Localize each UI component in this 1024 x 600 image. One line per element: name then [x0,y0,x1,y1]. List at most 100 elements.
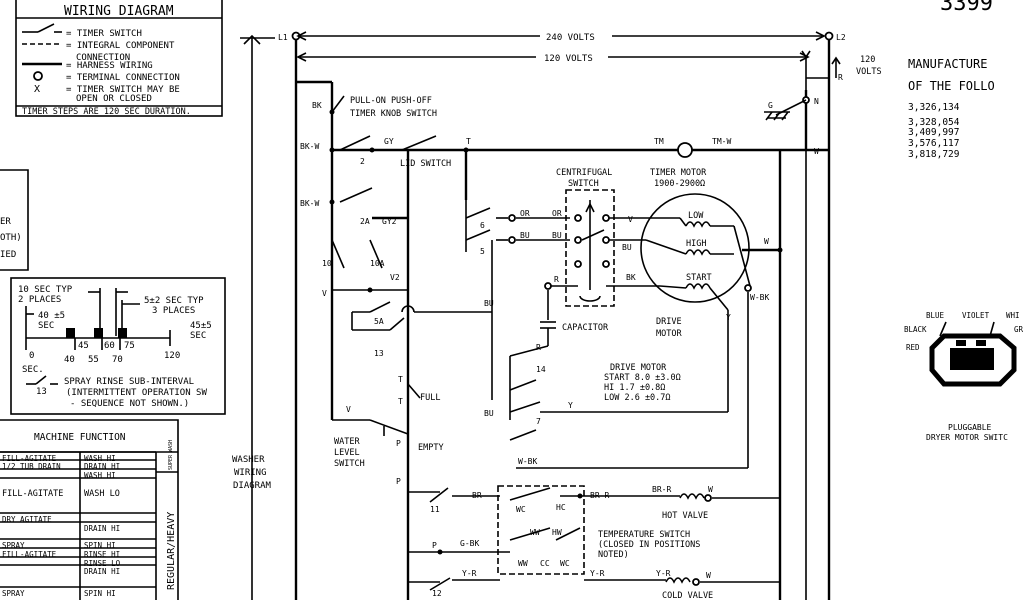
tag-p1: P [396,439,401,448]
tag-v4: V [346,405,351,414]
plug-red: RED [906,343,920,352]
tag-w-top: W [814,147,819,156]
tag-5: 5 [480,247,485,256]
tag-t: T [466,137,471,146]
machine-function-right: WASH HI [84,471,116,480]
label-dm-spec-title: DRIVE MOTOR [610,363,667,373]
machine-function-right: WASH LO [84,489,120,499]
legend-timer-switch: = TIMER SWITCH [66,29,142,39]
tag-13: 13 [374,349,384,358]
tag-gbk: G-BK [460,539,479,548]
tag-w1: W [764,237,769,246]
tag-10: 10 [322,259,332,268]
tag-gy: GY [384,137,394,146]
label-high: HIGH [686,239,706,249]
timing-note2: (INTERMITTENT OPERATION SW [66,388,207,398]
plug-black: BLACK [904,325,927,334]
label-switch: SWITCH [568,179,599,189]
tag-tm: TM [654,137,664,146]
side-120: 120 [860,55,875,65]
schematic: L1 L2 240 VOLTS 120 VOLTS 120 VOLTS R G … [278,31,882,600]
timing-45b: SEC [190,331,206,341]
patents-title-2: OF THE FOLLO [908,79,995,93]
label-water-2: LEVEL [334,448,360,458]
cutoff-box: ER OTH) IED [0,169,29,271]
tag-bu1: BU [520,231,530,240]
machine-function-left: DRY AGITATE [2,515,52,524]
plug-white: WHI [1006,311,1020,320]
label-cc: CC [540,559,550,568]
label-water-3: SWITCH [334,459,365,469]
label-dm-spec-start: START 8.0 ±3.0Ω [604,373,681,383]
plug-green: GR [1014,325,1024,334]
timing-5sec: 5±2 SEC TYP [144,296,204,306]
timing-2places: 2 PLACES [18,295,61,305]
timing-45a: 45±5 [190,321,212,331]
patent-4: 3,576,117 [908,138,959,149]
label-centrifugal: CENTRIFUGAL [556,168,612,178]
tag-wbk2: W-BK [518,457,537,466]
timing-inner-45: 45 [78,341,89,351]
label-pull-on-2: TIMER KNOB SWITCH [350,109,437,119]
label-hw: HW [552,528,562,537]
label-temp-3: NOTED) [598,550,629,560]
tag-wbk: W-BK [750,293,769,302]
fragment-2: OTH) [0,233,22,243]
fragment-1: ER [0,217,11,227]
machine-function-left: FILL-AGITATE [2,489,63,499]
tag-gy2: GY2 [382,217,397,226]
label-drive-2: MOTOR [656,329,682,339]
timing-inner-75: 75 [124,341,135,351]
label-l1: L1 [278,33,288,42]
tag-bk: BK [312,101,322,110]
label-120v: 120 VOLTS [544,54,593,64]
legend-integral: = INTEGRAL COMPONENT [66,41,175,51]
machine-function-right: WASH HI [84,454,116,463]
label-wc2: WC [560,559,570,568]
part-number: 3399 [940,0,993,16]
timing-note3: - SEQUENCE NOT SHOWN.) [70,399,189,409]
legend-terminal: = TERMINAL CONNECTION [66,73,180,83]
label-cold-valve: COLD VALVE [662,591,713,600]
tag-r1: R [554,275,559,284]
side-120-volts: VOLTS [856,67,882,77]
tag-yr2: Y-R [590,569,605,578]
legend-timer-steps: TIMER STEPS ARE 120 SEC DURATION. [22,107,191,117]
tag-t2: T [398,375,403,384]
tag-br3: BR-R [652,485,671,494]
label-dm-spec-lo: LOW 2.6 ±0.7Ω [604,393,671,403]
tag-w3: W [706,571,711,580]
fragment-3: IED [0,250,16,260]
washer-label: WASHER WIRING DIAGRAM [232,34,275,600]
machine-function-title: MACHINE FUNCTION [34,432,126,443]
tag-bu4: BU [622,243,632,252]
tag-12: 12 [432,589,442,598]
patent-5: 3,818,729 [908,149,960,160]
machine-function-side: REGULAR/HEAVY [166,512,177,590]
timing-tick-40: 40 [64,355,75,365]
tag-10a: 10A [370,259,385,268]
timing-tick-0: 0 [29,351,34,361]
plug-label-1: PLUGGABLE [948,423,992,432]
label-r: R [838,73,843,82]
tag-tmw: TM-W [712,137,731,146]
timing-40a: 40 ±5 [38,311,65,321]
pluggable-switch: BLUE VIOLET WHI BLACK GR RED PLUGGABLE D… [904,311,1024,442]
washer-label-2: WIRING [234,468,267,478]
patent-1: 3,326,134 [908,102,960,113]
tag-14: 14 [536,365,546,374]
legend-box: WIRING DIAGRAM = TIMER SWITCH = INTEGRAL… [15,0,223,117]
legend-timer-open-1: = TIMER SWITCH MAY BE [66,85,180,95]
label-dm-spec-hi: HI 1.7 ±0.8Ω [604,383,665,393]
label-wc: WC [516,505,526,514]
tag-2a: 2A [360,217,370,226]
plug-label-2: DRYER MOTOR SWITC [926,433,1008,442]
tag-r2: R [536,343,541,352]
timing-chart: 10 SEC TYP 2 PLACES 40 ±5 SEC 5±2 SEC TY… [10,277,226,415]
label-hot-valve: HOT VALVE [662,511,708,521]
tag-2: 2 [360,157,365,166]
machine-function-right: SPIN HI [84,589,116,598]
tag-bk2: BK [626,273,636,282]
label-full: FULL [420,393,440,403]
label-240v: 240 VOLTS [546,33,595,43]
